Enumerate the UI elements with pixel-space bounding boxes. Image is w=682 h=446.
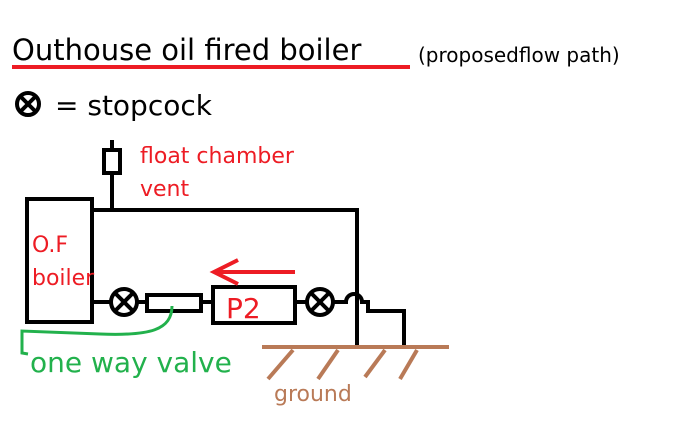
boiler-box [25, 197, 94, 324]
boiler-label-1: O.F [32, 233, 68, 258]
ground-symbol [262, 345, 449, 381]
flow-direction-arrow [209, 258, 295, 286]
stopcock-icon [15, 91, 41, 117]
boiler-label-2: boiler [32, 266, 95, 291]
stopcock-icon [305, 287, 335, 317]
float-chamber-vent [102, 148, 122, 175]
ground-label: ground [274, 382, 352, 407]
vent-label-2: vent [140, 177, 189, 202]
subtitle: (proposedflow path) [418, 43, 620, 67]
title: Outhouse oil fired boiler [12, 33, 361, 67]
valve-pointer-line [20, 305, 174, 356]
one-way-valve [145, 293, 203, 313]
legend-text: = stopcock [55, 89, 213, 122]
pump-p2 [211, 285, 297, 325]
pipework [25, 140, 406, 346]
vent-label-1: float chamber [140, 144, 295, 169]
valve-label: one way valve [30, 346, 232, 379]
stopcock-icon [109, 287, 139, 317]
pump-label: P2 [226, 292, 261, 325]
